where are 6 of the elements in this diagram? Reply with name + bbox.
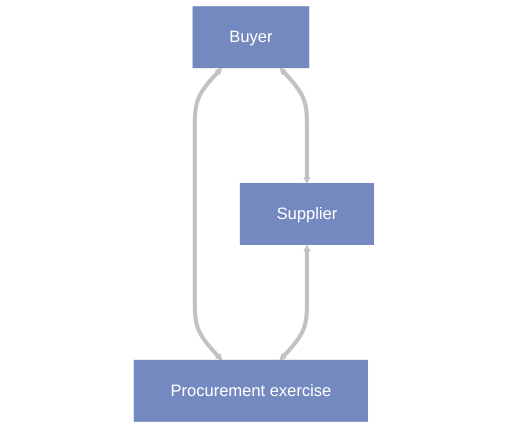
arrow	[279, 244, 311, 361]
arrow	[280, 68, 311, 184]
node-box: Procurement exercise	[134, 360, 368, 422]
arrow	[192, 68, 222, 361]
node-box: Supplier	[240, 183, 374, 245]
node-box: Buyer	[192, 6, 310, 68]
